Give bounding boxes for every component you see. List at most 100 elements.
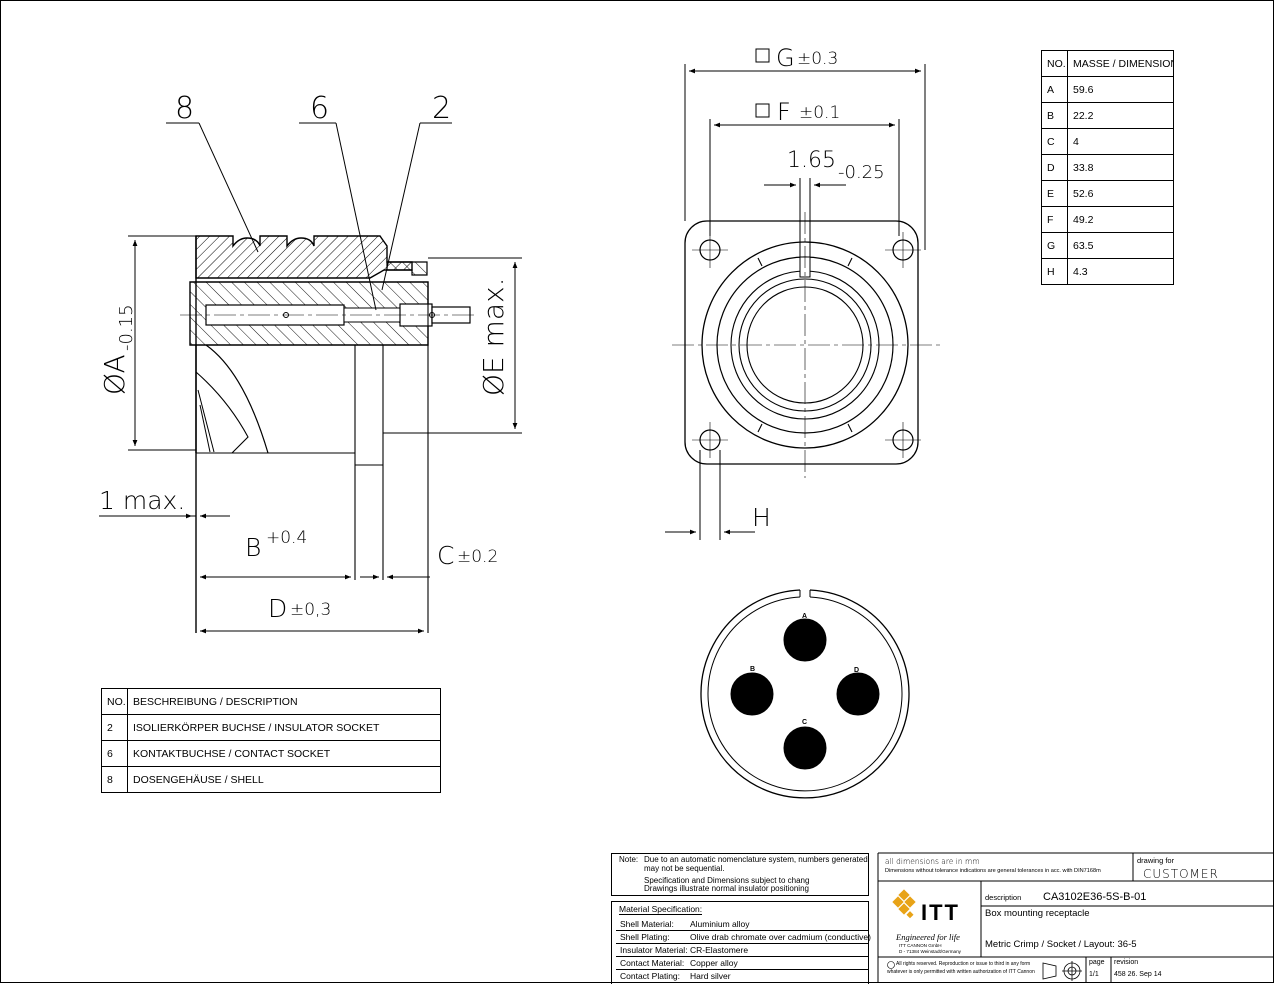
description-line-1: Box mounting receptacle (985, 908, 1090, 919)
part-description: ISOLIERKÖRPER BUCHSE / INSULATOR SOCKET (127, 714, 441, 741)
dim-h-label: H (752, 503, 771, 532)
dim-key: F (1041, 206, 1068, 233)
material-key: Insulator Material: (616, 943, 688, 957)
dim-e-label: ØE max. (477, 277, 510, 396)
dim-value: 4 (1067, 128, 1174, 155)
section-dimension-lines (99, 235, 522, 634)
dim-key: C (1041, 128, 1068, 155)
dim-value: 59.6 (1067, 76, 1174, 103)
dim-value: 63.5 (1067, 232, 1174, 259)
contact-d (836, 672, 880, 716)
dim-key: A (1041, 76, 1068, 103)
table-row: Shell Plating:Olive drab chromate over c… (616, 930, 871, 944)
dim-b-tol: +0.4 (266, 528, 307, 548)
material-value: Aluminium alloy (686, 918, 868, 931)
dim-key: G (1041, 232, 1068, 259)
material-title: Material Specification: (619, 904, 703, 915)
material-box: Material Specification: Shell Material:A… (611, 901, 871, 984)
callout-leaders (166, 122, 452, 311)
callout-8: 8 (175, 91, 194, 126)
company-line-2: D - 71384 Weinstadt/Germany (899, 949, 961, 954)
table-row: Shell Material:Aluminium alloy (616, 918, 868, 931)
page-label: page (1089, 959, 1105, 966)
drawing-for-label: drawing for (1137, 856, 1175, 865)
dim-c-label: C (437, 541, 454, 570)
table-row: Contact Plating:Hard silver (616, 969, 868, 983)
table-header-row: NO. BESCHREIBUNG / DESCRIPTION (101, 688, 441, 715)
contact-label-c: C (802, 719, 807, 726)
drawing-for: CUSTOMER (1143, 867, 1219, 881)
dim-d-tol: ±0,3 (290, 600, 331, 620)
material-key: Shell Plating: (616, 930, 686, 944)
dim-key-tol: -0.25 (838, 162, 885, 183)
dim-g-tol: ±0.3 (797, 49, 838, 69)
copyright-icon (887, 961, 895, 969)
notes-line-1: Due to an automatic nomenclature system,… (644, 855, 868, 864)
copyright-line-1: All rights reserved. Reproduction or iss… (896, 961, 1031, 967)
projection-symbol-icon (1042, 961, 1082, 981)
notes-line-3: Specification and Dimensions subject to … (644, 876, 810, 885)
material-value: CR-Elastomere (686, 943, 868, 957)
dim-value: 22.2 (1067, 102, 1174, 129)
part-no: 2 (101, 714, 128, 741)
material-value: Hard silver (686, 969, 868, 983)
header-no: NO. (101, 688, 128, 715)
header-dimension: MASSE / DIMENSION (1067, 50, 1174, 77)
dim-f-label: F (777, 98, 791, 126)
table-row: Insulator Material:CR-Elastomere (616, 943, 868, 957)
part-no: 8 (101, 766, 128, 793)
front-dimension-lines (665, 64, 926, 540)
dim-value: 49.2 (1067, 206, 1174, 233)
tagline: Engineered for life (896, 932, 960, 942)
notes-line-2: may not be sequential. (644, 864, 725, 873)
dim-a-label: ØA (98, 354, 131, 395)
contact-c (783, 726, 827, 770)
revision: 458 26. Sep 14 (1114, 971, 1162, 978)
dim-value: 33.8 (1067, 154, 1174, 181)
dim-g-label: G (776, 44, 795, 72)
front-view (672, 212, 940, 478)
notes-label: Note: (619, 855, 639, 864)
dim-key-width: 1.65 (787, 148, 836, 173)
dim-c-tol: ±0.2 (457, 547, 498, 567)
dim-key: E (1041, 180, 1068, 207)
contact-label-a: A (802, 613, 807, 620)
square-symbol-f (755, 103, 770, 118)
dim-f-tol: ±0.1 (799, 103, 840, 123)
notes-line-4: Drawings illustrate normal insulator pos… (644, 884, 809, 893)
part-number: CA3102E36-5S-B-01 (1043, 891, 1147, 903)
copyright-line-2: whatever is only permitted with written … (887, 969, 1035, 975)
material-key: Contact Plating: (616, 969, 686, 983)
material-value: Copper alloy (686, 956, 868, 970)
dims-note-2: Dimensions without tolerance indications… (885, 868, 1101, 874)
contact-b (730, 672, 774, 716)
contact-label-b: B (750, 666, 755, 673)
square-symbol-g (755, 48, 770, 63)
itt-logo-icon (892, 889, 916, 919)
notes-box: Note: Due to an automatic nomenclature s… (611, 853, 869, 896)
table-header-row: NO. MASSE / DIMENSION (1041, 50, 1174, 77)
material-key: Contact Material: (616, 956, 686, 970)
header-no: NO. (1041, 50, 1068, 77)
callout-2: 2 (432, 91, 451, 126)
dim-a-tol: -0.15 (116, 304, 137, 351)
itt-logo-text: ITT (921, 900, 960, 925)
dim-d-label: D (268, 594, 287, 623)
dim-key: H (1041, 258, 1068, 285)
description-label: description (985, 893, 1022, 902)
dim-value: 52.6 (1067, 180, 1174, 207)
contact-a (783, 618, 827, 662)
